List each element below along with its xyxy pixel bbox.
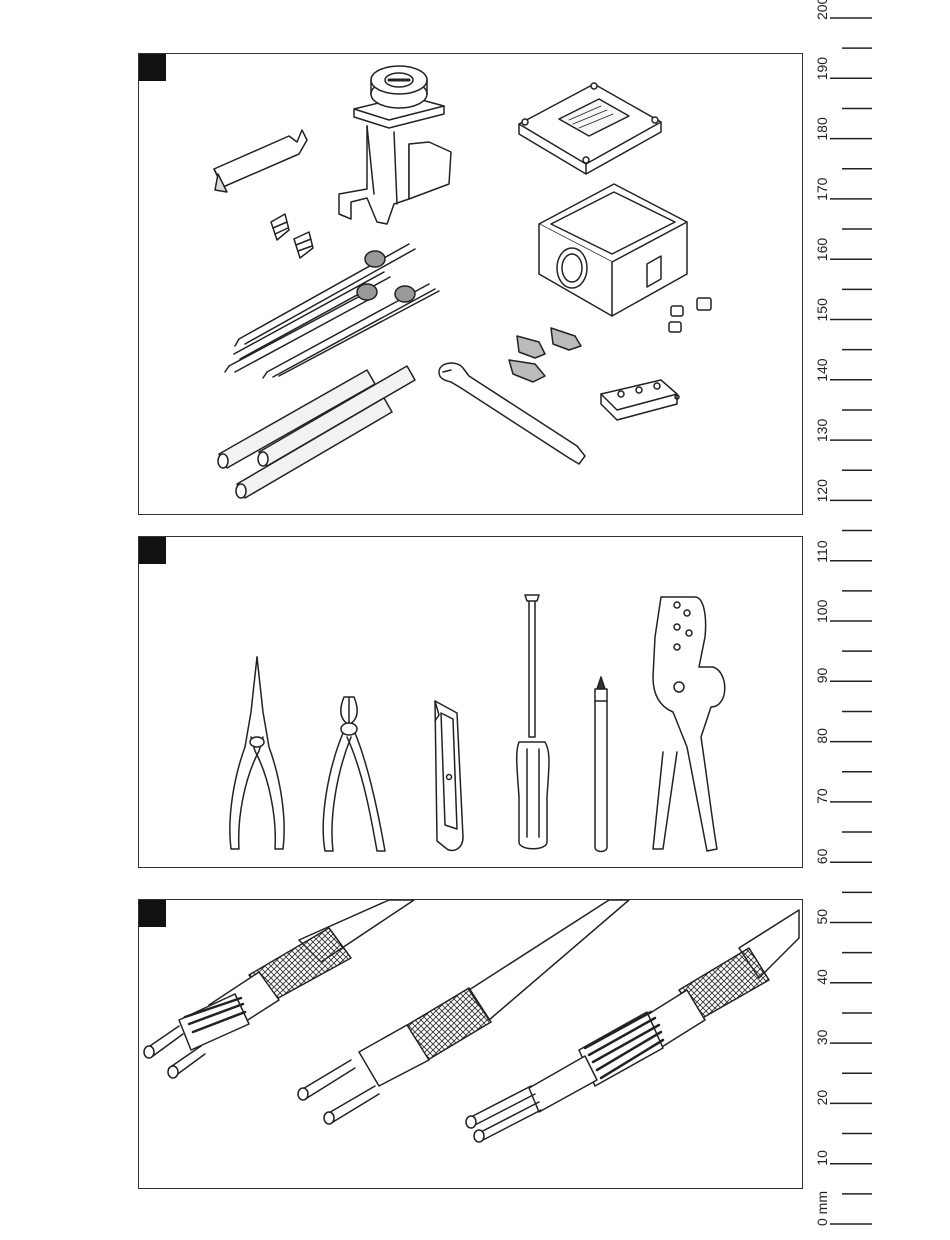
ruler-label: 130	[814, 419, 830, 443]
utility-knife-icon	[435, 701, 463, 851]
ruler-label: 200	[814, 0, 830, 20]
heat-shrink-tube-icon	[218, 366, 415, 498]
ruler-label: 160	[814, 238, 830, 262]
ruler-label: 50	[814, 909, 830, 925]
ruler-label: 100	[814, 599, 830, 623]
ruler-label: 90	[814, 668, 830, 684]
marker-pen-icon	[595, 677, 607, 852]
mm-ruler: 0 mm 10 20 30 40 50 60 70 80 90 100 110 120 130 140 150…	[800, 0, 900, 1240]
wire-nut-icon	[509, 328, 581, 382]
ruler-label: 180	[814, 117, 830, 141]
ferrule-icon	[669, 298, 711, 332]
ruler-label: 170	[814, 177, 830, 201]
needle-nose-pliers-icon	[230, 657, 284, 849]
ruler-label: 70	[814, 788, 830, 804]
end-seal-icon	[225, 244, 439, 378]
ruler-label: 40	[814, 969, 830, 985]
gland-stand-icon	[339, 66, 451, 224]
ruler-label: 190	[814, 57, 830, 81]
side-cutter-icon	[323, 697, 385, 851]
sealant-tube-icon	[214, 130, 307, 192]
junction-box-lid-icon	[519, 83, 661, 174]
screwdriver-icon	[517, 595, 549, 849]
ruler-label: 110	[814, 540, 830, 563]
ruler-label: 150	[814, 298, 830, 322]
ruler-label: 10	[814, 1150, 830, 1166]
panel-kit-components	[138, 53, 803, 515]
panel-heating-cables	[138, 899, 803, 1189]
ruler-zero-label: 0 mm	[814, 1191, 830, 1226]
ruler-label: 120	[814, 479, 830, 503]
grommet-icon	[271, 214, 313, 258]
ruler-label: 30	[814, 1029, 830, 1045]
junction-box-icon	[539, 184, 687, 316]
ruler-label: 20	[814, 1090, 830, 1106]
ruler-label: 140	[814, 358, 830, 382]
ruler-label: 60	[814, 848, 830, 864]
terminal-block-icon	[601, 380, 679, 420]
ruler-label: 80	[814, 728, 830, 744]
spanner-wrench-icon	[439, 363, 585, 464]
heating-cable-icon	[466, 910, 799, 1142]
crimping-tool-icon	[653, 597, 725, 851]
panel-tools	[138, 536, 803, 868]
